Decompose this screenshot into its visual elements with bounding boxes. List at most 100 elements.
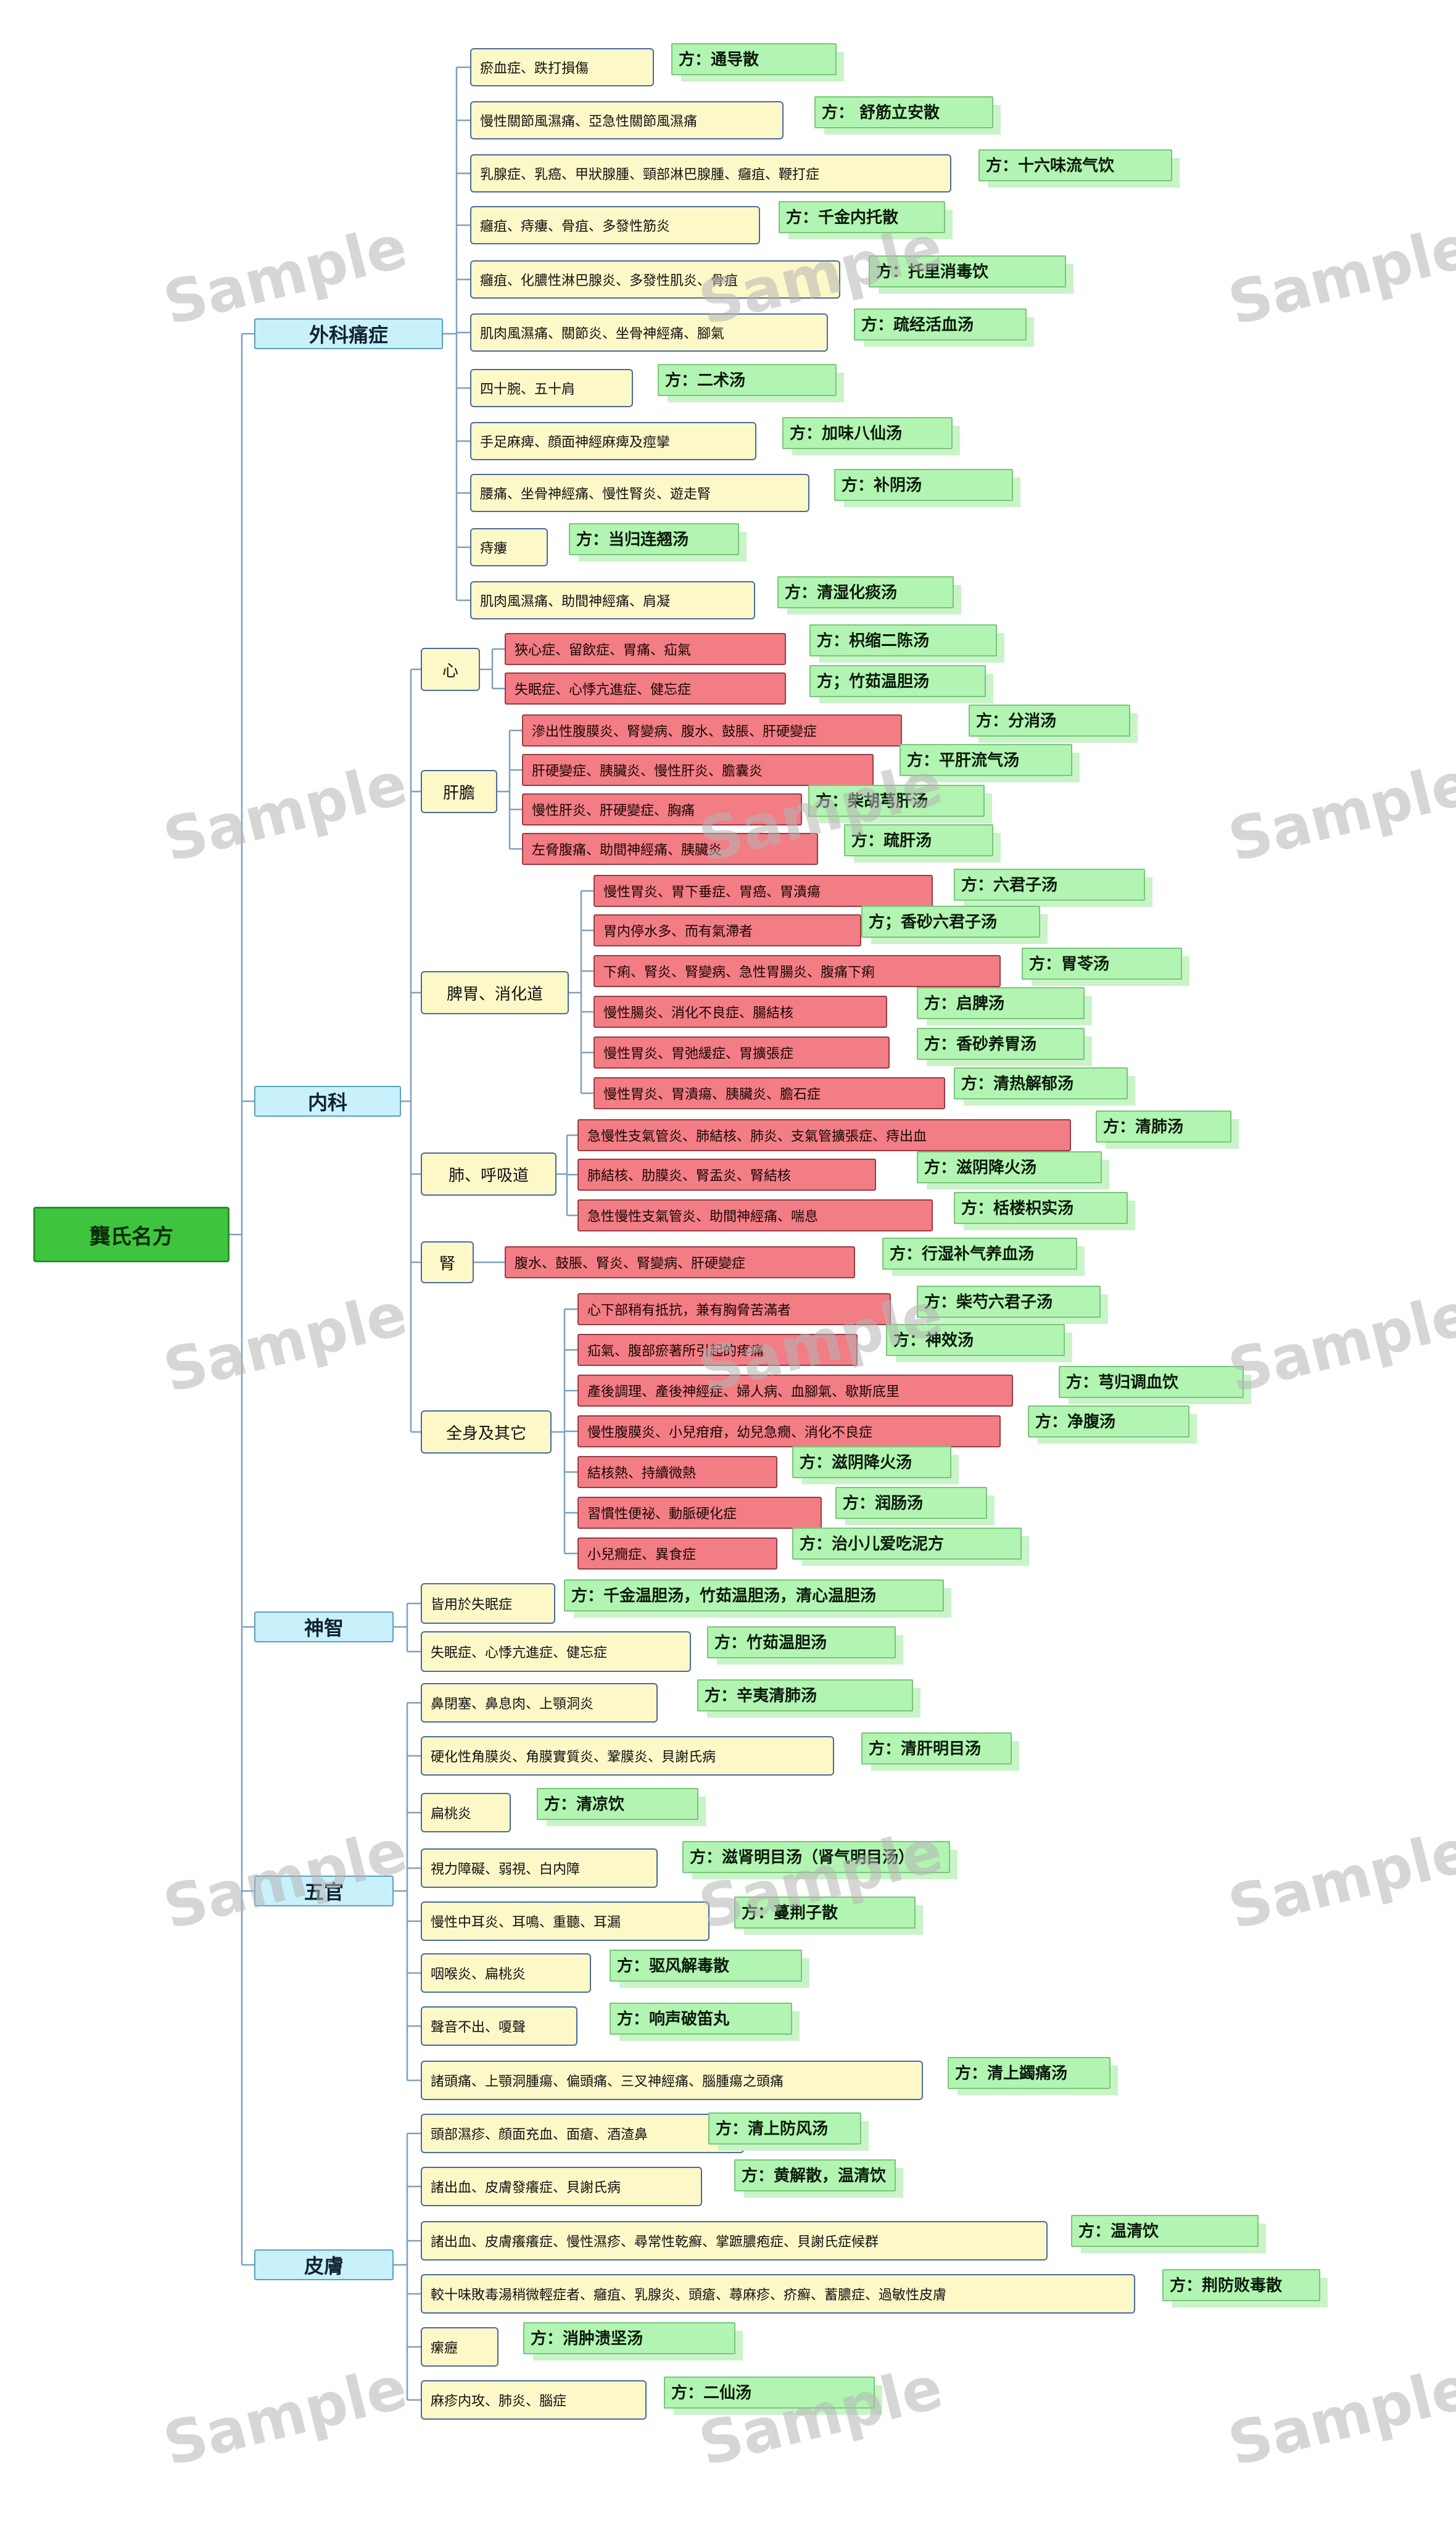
symptom-node[interactable]: 肌肉風濕痛、助間神經痛、肩凝 [470, 581, 755, 619]
subgroup-respiratory[interactable]: 肺、呼吸道 [421, 1152, 556, 1196]
symptom-node[interactable]: 急慢性支氣管炎、肺結核、肺炎、支氣管擴張症、痔出血 [577, 1119, 1071, 1151]
symptom-node[interactable]: 諸頭痛、上顎洞腫瘍、偏頭痛、三叉神經痛、腦腫瘍之頭痛 [421, 2061, 923, 2100]
category-skin[interactable]: 皮膚 [254, 2249, 394, 2280]
prescription-node[interactable]: 方：清肺汤 [1096, 1111, 1231, 1143]
subgroup-liver[interactable]: 肝膽 [421, 770, 497, 813]
prescription-node[interactable]: 方：千金温胆汤，竹茹温胆汤，清心温胆汤 [564, 1579, 944, 1611]
prescription-node[interactable]: 方：托里消毒饮 [869, 255, 1066, 288]
prescription-node[interactable]: 方：香砂养胃汤 [917, 1028, 1085, 1060]
prescription-node[interactable]: 方：枳缩二陈汤 [809, 624, 997, 656]
prescription-node[interactable]: 方：滋阴降火汤 [917, 1151, 1102, 1183]
symptom-node[interactable]: 失眠症、心悸亢進症、健忘症 [421, 1631, 691, 1672]
prescription-node[interactable]: 方：当归连翘汤 [569, 523, 739, 555]
subgroup-digestive[interactable]: 脾胃、消化道 [421, 971, 569, 1014]
symptom-node[interactable]: 瘀血症、跌打損傷 [470, 48, 654, 86]
prescription-node[interactable]: 方：辛夷清肺汤 [697, 1679, 913, 1711]
symptom-node[interactable]: 視力障礙、弱視、白内障 [421, 1848, 658, 1888]
symptom-node[interactable]: 肌肉風濕痛、關節炎、坐骨神經痛、腳氣 [470, 313, 828, 352]
symptom-node[interactable]: 咽喉炎、扁桃炎 [421, 1953, 591, 1993]
symptom-node[interactable]: 疝氣、腹部瘀著所引起的疼痛 [577, 1334, 858, 1366]
symptom-node[interactable]: 肺結核、肋膜炎、腎盂炎、腎結核 [577, 1159, 876, 1191]
prescription-node[interactable]: 方；竹茹温胆汤 [809, 665, 986, 697]
prescription-node[interactable]: 方；香砂六君子汤 [861, 906, 1040, 938]
prescription-node[interactable]: 方：黄解散，温清饮 [734, 2159, 896, 2191]
symptom-node[interactable]: 慢性關節風濕痛、亞急性關節風濕痛 [470, 101, 784, 139]
symptom-node[interactable]: 腰痛、坐骨神經痛、慢性腎炎、遊走腎 [470, 474, 809, 512]
symptom-node[interactable]: 麻疹内攻、肺炎、腦症 [421, 2380, 647, 2420]
prescription-node[interactable]: 方：柴芍六君子汤 [917, 1286, 1101, 1318]
prescription-node[interactable]: 方：六君子汤 [954, 869, 1145, 901]
prescription-node[interactable]: 方：补阴汤 [834, 469, 1013, 501]
symptom-node[interactable]: 產後調理、產後神經症、婦人病、血腳氣、歇斯底里 [577, 1375, 1013, 1407]
symptom-node[interactable]: 聲音不出、嗄聲 [421, 2006, 577, 2046]
prescription-node[interactable]: 方：加味八仙汤 [782, 417, 953, 449]
prescription-node[interactable]: 方：柴胡芎肝汤 [808, 785, 985, 817]
symptom-node[interactable]: 慢性胃炎、胃下垂症、胃癌、胃潰瘍 [594, 875, 933, 907]
symptom-node[interactable]: 小兒癇症、異食症 [577, 1537, 777, 1570]
category-external[interactable]: 外科痛症 [254, 318, 443, 349]
prescription-node[interactable]: 方：胃苓汤 [1022, 948, 1182, 980]
symptom-node[interactable]: 失眠症、心悸亢進症、健忘症 [505, 672, 786, 705]
symptom-node[interactable]: 諸出血、皮膚癢癢症、慢性濕疹、尋常性乾癬、掌蹠膿疱症、貝謝氏症候群 [421, 2221, 1048, 2261]
category-internal[interactable]: 内科 [254, 1086, 401, 1117]
category-five-senses[interactable]: 五官 [254, 1876, 394, 1906]
subgroup-kidney[interactable]: 腎 [421, 1241, 474, 1283]
prescription-node[interactable]: 方：神效汤 [886, 1324, 1065, 1356]
prescription-node[interactable]: 方：二仙汤 [664, 2377, 875, 2409]
prescription-node[interactable]: 方：芎归调血饮 [1059, 1366, 1244, 1398]
prescription-node[interactable]: 方：润肠汤 [835, 1487, 987, 1519]
category-mind[interactable]: 神智 [254, 1611, 394, 1642]
symptom-node[interactable]: 扁桃炎 [421, 1793, 511, 1832]
root-node[interactable]: 龔氏名方 [33, 1207, 230, 1262]
prescription-node[interactable]: 方：清肝明目汤 [861, 1732, 1012, 1764]
prescription-node[interactable]: 方：温清饮 [1071, 2215, 1259, 2247]
symptom-node[interactable]: 狹心症、留飲症、胃痛、疝氣 [505, 633, 786, 665]
prescription-node[interactable]: 方： 舒筋立安散 [814, 96, 993, 128]
symptom-node[interactable]: 癰疽、痔瘻、骨疽、多發性筋炎 [470, 206, 760, 244]
symptom-node[interactable]: 急性慢性支氣管炎、助間神經痛、喘息 [577, 1199, 933, 1231]
symptom-node[interactable]: 肝硬變症、胰臟炎、慢性肝炎、膽囊炎 [522, 754, 874, 786]
prescription-node[interactable]: 方：平肝流气汤 [900, 744, 1072, 776]
symptom-node[interactable]: 較十味敗毒湯稍微輕症者、癰疽、乳腺炎、頭瘡、蕁麻疹、疥癬、蓄膿症、過敏性皮膚 [421, 2274, 1135, 2314]
prescription-node[interactable]: 方：疏经活血汤 [854, 308, 1027, 341]
symptom-node[interactable]: 習慣性便祕、動脈硬化症 [577, 1497, 822, 1529]
symptom-node[interactable]: 慢性中耳炎、耳鳴、重聽、耳漏 [421, 1901, 709, 1941]
prescription-node[interactable]: 方：疏肝汤 [844, 824, 993, 856]
symptom-node[interactable]: 慢性胃炎、胃弛緩症、胃擴張症 [594, 1036, 890, 1069]
subgroup-heart[interactable]: 心 [421, 648, 480, 691]
prescription-node[interactable]: 方：荆防败毒散 [1162, 2269, 1320, 2301]
symptom-node[interactable]: 乳腺症、乳癌、甲狀腺腫、頸部淋巴腺腫、癰疽、鞭打症 [470, 154, 951, 192]
prescription-node[interactable]: 方：驱风解毒散 [610, 1950, 802, 1982]
prescription-node[interactable]: 方：响声破笛丸 [610, 2003, 792, 2035]
symptom-node[interactable]: 左脅腹痛、助間神經痛、胰臟炎 [522, 833, 818, 865]
symptom-node[interactable]: 慢性肝炎、肝硬變症、胸痛 [522, 793, 802, 825]
symptom-node[interactable]: 滲出性腹膜炎、腎變病、腹水、鼓脹、肝硬變症 [522, 714, 902, 747]
prescription-node[interactable]: 方：十六味流气饮 [978, 149, 1172, 181]
symptom-node[interactable]: 下痢、腎炎、腎變病、急性胃腸炎、腹痛下痢 [594, 955, 1001, 987]
prescription-node[interactable]: 方：消肿溃坚汤 [523, 2322, 735, 2354]
symptom-node[interactable]: 胃内停水多、而有氣滯者 [594, 914, 861, 946]
symptom-node[interactable]: 慢性胃炎、胃潰瘍、胰臟炎、膽石症 [594, 1077, 945, 1109]
symptom-node[interactable]: 慢性腸炎、消化不良症、腸結核 [594, 996, 887, 1028]
prescription-node[interactable]: 方：滋阴降火汤 [792, 1446, 951, 1478]
symptom-node[interactable]: 慢性腹膜炎、小兒疳疳，幼兒急癇、消化不良症 [577, 1415, 1001, 1447]
prescription-node[interactable]: 方：行湿补气养血汤 [882, 1238, 1077, 1270]
symptom-node[interactable]: 癰疽、化膿性淋巴腺炎、多發性肌炎、骨疽 [470, 260, 840, 299]
prescription-node[interactable]: 方：二术汤 [658, 364, 837, 396]
prescription-node[interactable]: 方：净腹汤 [1028, 1405, 1189, 1438]
prescription-node[interactable]: 方：清上防风汤 [708, 2112, 861, 2145]
symptom-node[interactable]: 四十腕、五十肩 [470, 369, 633, 407]
symptom-node[interactable]: 鼻閉塞、鼻息肉、上顎洞炎 [421, 1683, 658, 1723]
symptom-node[interactable]: 皆用於失眠症 [421, 1583, 555, 1624]
prescription-node[interactable]: 方：清湿化痰汤 [777, 576, 954, 608]
subgroup-general[interactable]: 全身及其它 [421, 1410, 552, 1454]
prescription-node[interactable]: 方：通导散 [671, 43, 837, 75]
symptom-node[interactable]: 腹水、鼓脹、腎炎、腎變病、肝硬變症 [505, 1246, 855, 1278]
symptom-node[interactable]: 痔瘻 [470, 528, 548, 566]
prescription-node[interactable]: 方：滋肾明目汤（肾气明目汤） [682, 1841, 950, 1873]
symptom-node[interactable]: 瘰癧 [421, 2327, 498, 2367]
symptom-node[interactable]: 頭部濕疹、顔面充血、面瘡、酒渣鼻 [421, 2114, 744, 2153]
prescription-node[interactable]: 方：清热解郁汤 [954, 1067, 1128, 1099]
prescription-node[interactable]: 方：蔓荆子散 [734, 1897, 916, 1929]
symptom-node[interactable]: 心下部稍有抵抗，兼有胸脅苦滿者 [577, 1293, 891, 1325]
